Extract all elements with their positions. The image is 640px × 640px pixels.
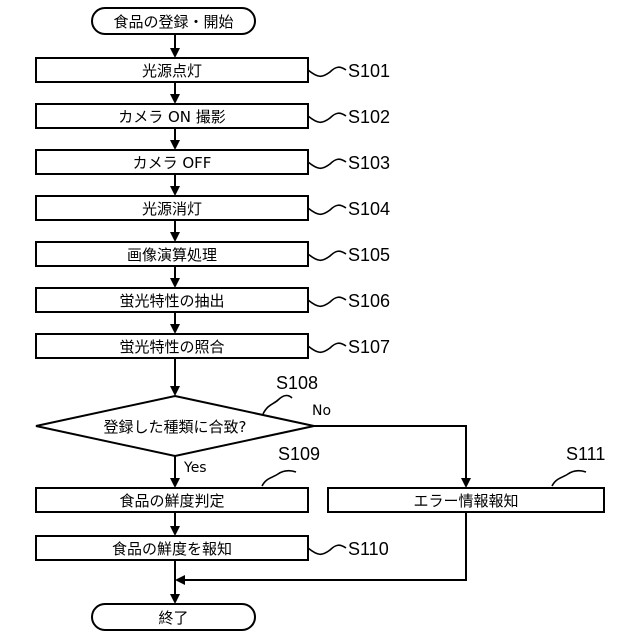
step-id-s102: S102 [348,107,390,127]
process-label-s101: 光源点灯 [142,62,202,80]
step-id-s105: S105 [348,245,390,265]
process-label-s106: 蛍光特性の抽出 [119,292,224,310]
process-label-s109: 食品の鮮度判定 [119,492,224,510]
callout-s101 [308,67,346,76]
step-id-s107: S107 [348,337,390,357]
callout-s107 [308,343,346,352]
step-id-s108: S108 [276,373,318,393]
connector-no-branch [314,426,466,486]
callout-s109 [262,471,296,486]
callout-s105 [308,251,346,260]
step-id-s109: S109 [278,444,320,464]
process-label-s107: 蛍光特性の照合 [119,338,224,356]
callout-s111 [552,471,586,486]
process-label-s110: 食品の鮮度を報知 [112,540,232,558]
step-id-s106: S106 [348,291,390,311]
step-id-s101: S101 [348,61,390,81]
no-label: No [312,403,331,419]
callout-s110 [308,545,346,554]
callout-s102 [308,113,346,122]
start-label: 食品の登録・開始 [113,13,233,31]
process-label-s103: カメラ OFF [133,154,212,172]
callout-s104 [308,205,346,214]
process-label-s104: 光源消灯 [142,200,202,218]
callout-s108 [263,396,292,414]
step-id-s111: S111 [566,444,605,464]
yes-label: Yes [183,460,207,476]
callout-s106 [308,297,346,306]
callout-s103 [308,159,346,168]
decision-label-s108: 登録した種類に合致? [104,418,247,436]
process-label-s111: エラー情報報知 [413,492,518,510]
process-label-s102: カメラ ON 撮影 [118,108,226,126]
step-id-s103: S103 [348,153,390,173]
end-label: 終了 [158,609,188,627]
process-label-s105: 画像演算処理 [127,246,217,264]
step-id-s104: S104 [348,199,390,219]
step-id-s110: S110 [348,539,389,559]
